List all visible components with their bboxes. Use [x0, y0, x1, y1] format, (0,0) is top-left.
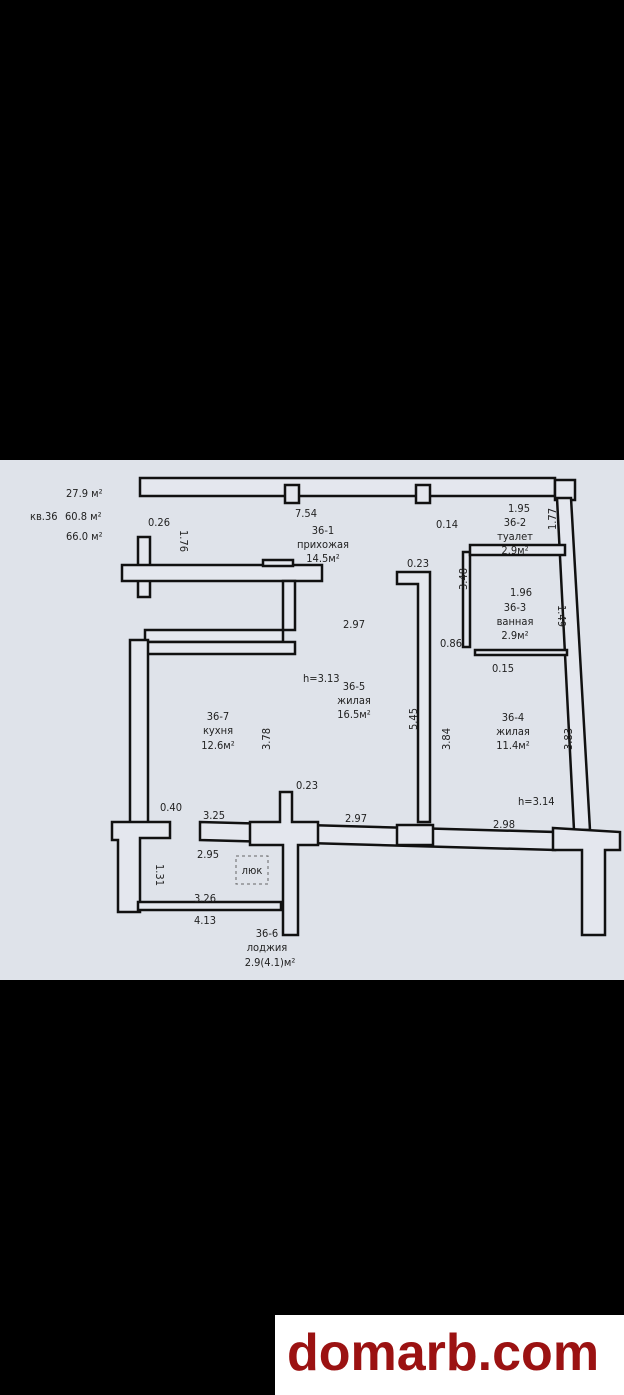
dimension: 5.45 — [407, 708, 420, 730]
dimension: 0.86 — [440, 637, 462, 650]
room-name: жилая — [337, 694, 371, 707]
room-id: 36-3 — [504, 601, 526, 614]
ceiling-height: h=3.13 — [303, 672, 340, 685]
watermark: domarb.com — [275, 1315, 624, 1395]
dimension: 0.23 — [407, 557, 429, 570]
room-name: туалет — [497, 530, 533, 543]
dimension: 0.40 — [160, 801, 182, 814]
watermark-text: domarb.com — [287, 1324, 600, 1382]
room-area: 2.9м² — [501, 544, 528, 557]
room-name: ванная — [497, 615, 534, 628]
room-area: 2.9(4.1)м² — [245, 956, 296, 969]
dimension: 3.48 — [457, 568, 470, 590]
dimension: 0.15 — [492, 662, 514, 675]
dimensions: 7.54 0.26 1.76 2.97 0.23 0.14 1.95 1.77 … — [148, 502, 575, 927]
dimension: 0.14 — [436, 518, 458, 531]
dimension: 1.95 — [508, 502, 530, 515]
dimension: 2.95 — [197, 848, 219, 861]
floor-plan: 27.9 м² кв.36 60.8 м² 66.0 м² 36-1 прихо… — [0, 460, 624, 980]
dimension: 3.26 — [194, 892, 216, 905]
total-area-1: 27.9 м² — [66, 487, 103, 500]
room-area: 14.5м² — [306, 552, 339, 565]
room-name: лоджия — [247, 941, 288, 954]
room-area: 11.4м² — [496, 739, 529, 752]
hatch-label: люк — [242, 864, 263, 877]
room-area: 2.9м² — [501, 629, 528, 642]
dimension: 4.13 — [194, 914, 216, 927]
dimension: 3.83 — [562, 728, 575, 750]
total-area-2: 60.8 м² — [65, 510, 102, 523]
room-name: жилая — [496, 725, 530, 738]
total-area-3: 66.0 м² — [66, 530, 103, 543]
dimension: 3.78 — [260, 728, 273, 750]
dimension: 0.26 — [148, 516, 170, 529]
dimension: 1.31 — [153, 864, 166, 886]
room-name: кухня — [203, 724, 233, 737]
ceiling-height: h=3.14 — [518, 795, 555, 808]
dimension: 1.49 — [555, 605, 568, 627]
apartment-number: кв.36 — [30, 510, 58, 523]
dimension: 1.77 — [546, 508, 559, 530]
room-area: 12.6м² — [201, 739, 234, 752]
dimension: 1.76 — [177, 530, 190, 552]
room-id: 36-1 — [312, 524, 334, 537]
dimension: 2.98 — [493, 818, 515, 831]
room-id: 36-7 — [207, 710, 229, 723]
room-id: 36-2 — [504, 516, 526, 529]
room-id: 36-4 — [502, 711, 524, 724]
dimension: 0.23 — [296, 779, 318, 792]
dimension: 3.25 — [203, 809, 225, 822]
room-name: прихожая — [297, 538, 349, 551]
walls — [110, 476, 622, 937]
floor-plan-drawing: 27.9 м² кв.36 60.8 м² 66.0 м² 36-1 прихо… — [30, 476, 622, 969]
dimension: 1.96 — [510, 586, 532, 599]
dimension: 2.97 — [343, 618, 365, 631]
room-id: 36-6 — [256, 927, 278, 940]
dimension: 7.54 — [295, 507, 317, 520]
room-id: 36-5 — [343, 680, 365, 693]
dimension: 3.84 — [440, 728, 453, 750]
room-area: 16.5м² — [337, 708, 370, 721]
dimension: 2.97 — [345, 812, 367, 825]
